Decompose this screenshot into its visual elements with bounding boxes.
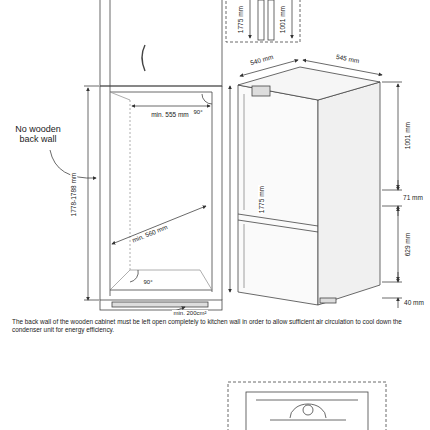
callout-note: No wooden back wall (6, 125, 70, 145)
caption-note: The back wall of the wooden cabinet must… (12, 318, 417, 334)
dimension-label: 90° (142, 279, 153, 286)
dimension-label: 629 mm (404, 232, 411, 257)
dimension-label: 90° (192, 109, 203, 116)
dimension-label: 1775 mm (258, 185, 265, 214)
dimension-label: min. 560 mm (130, 223, 169, 244)
dimension-label: 1778-1788 mm (70, 172, 77, 218)
dimension-label: 545 mm (335, 53, 361, 65)
dimension-label: min. 555 mm (150, 111, 190, 118)
dimension-label: 1001 mm (279, 5, 286, 34)
dimension-label: 71 mm (402, 194, 424, 201)
dimension-label: 1775 mm (237, 5, 244, 34)
dimension-label: 1001 mm (404, 121, 411, 150)
dimension-label: 40 mm (403, 299, 425, 306)
dimension-label: 540 mm (249, 53, 275, 67)
dimension-label: min. 200cm² (172, 310, 207, 317)
